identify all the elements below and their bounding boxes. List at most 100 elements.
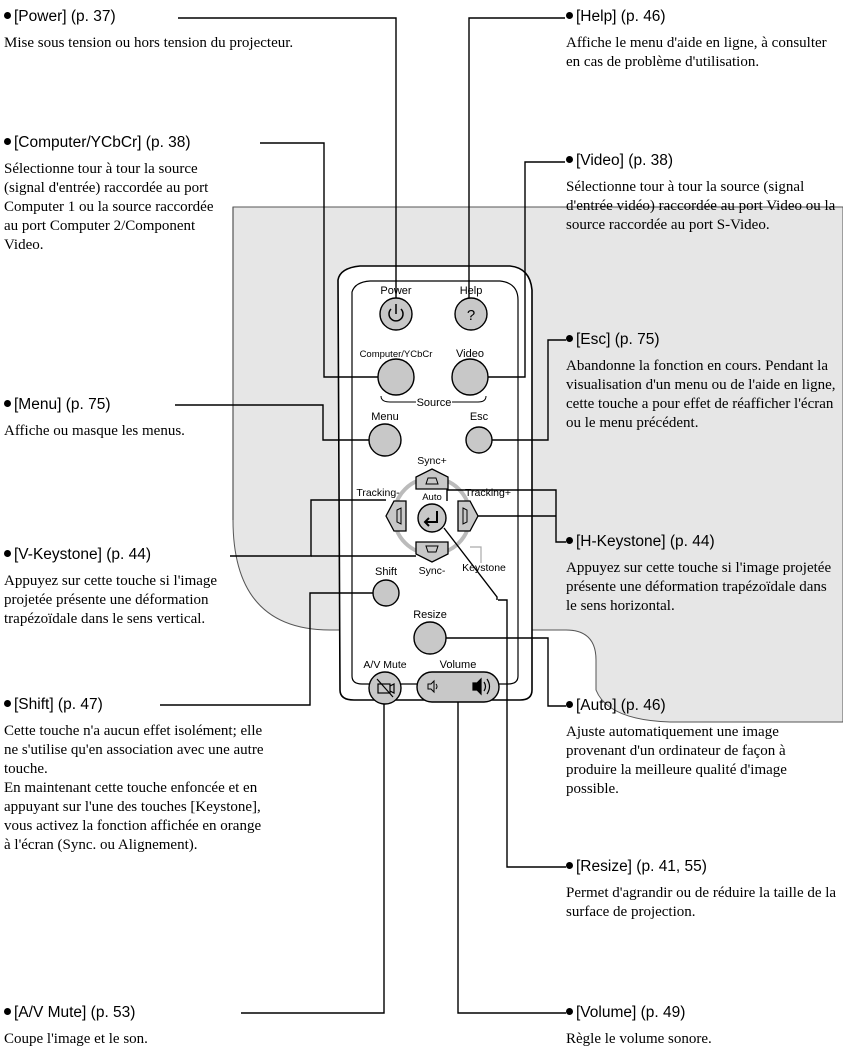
av-mute-icon [376, 678, 395, 698]
callout-resize: [Resize] (p. 41, 55) Permet d'agrandir o… [566, 858, 838, 922]
bullet-icon [566, 701, 573, 708]
leader-video [488, 161, 565, 378]
bullet-icon [4, 138, 11, 145]
title: [Menu] (p. 75) [14, 396, 111, 413]
keystone-glyphs [396, 477, 468, 553]
power-icon [388, 304, 404, 322]
bullet-icon [566, 335, 573, 342]
description: Affiche ou masque les menus. [4, 423, 185, 439]
title: [H-Keystone] (p. 44) [576, 533, 715, 550]
callout-menu: [Menu] (p. 75) Affiche ou masque les men… [4, 396, 204, 441]
description: Mise sous tension ou hors tension du pro… [4, 35, 294, 51]
title: [A/V Mute] (p. 53) [14, 1004, 136, 1021]
label-keystone: Keystone [462, 562, 506, 574]
leader-computer [260, 142, 378, 378]
leader-resize [498, 599, 566, 868]
volume-down-icon [427, 679, 438, 694]
callout-hkeystone: [H-Keystone] (p. 44) Appuyez sur cette t… [566, 533, 838, 616]
esc-button[interactable] [465, 426, 493, 454]
description: Cette touche n'a aucun effet isolément; … [4, 723, 264, 777]
description: Sélectionne tour à tour la source (signa… [4, 161, 214, 253]
sync-plus-button[interactable] [415, 468, 449, 490]
label-esc: Esc [470, 411, 489, 423]
source-bracket [380, 395, 487, 403]
label-tracking-plus: Tracking+ [465, 487, 511, 499]
description: Abandonne la fonction en cours. Pendant … [566, 358, 836, 431]
label-sync-minus: Sync- [419, 565, 446, 577]
leader-auto-2 [443, 527, 498, 600]
title: [Computer/YCbCr] (p. 38) [14, 134, 191, 151]
title: [Video] (p. 38) [576, 152, 674, 169]
label-menu: Menu [371, 411, 399, 423]
leader-power [178, 17, 397, 298]
bullet-icon [566, 862, 573, 869]
leader-auto [446, 637, 566, 707]
callout-avmute: [A/V Mute] (p. 53) Coupe l'image et le s… [4, 1004, 244, 1049]
help-glyph: ? [467, 307, 475, 324]
callout-vkeystone: [V-Keystone] (p. 44) Appuyez sur cette t… [4, 546, 226, 629]
bullet-icon [566, 1008, 573, 1015]
leader-hkeystone [446, 489, 566, 543]
leader-volume [457, 702, 566, 1014]
callout-video: [Video] (p. 38) Sélectionne tour à tour … [566, 152, 838, 235]
leader-vkeystone [230, 499, 386, 557]
callout-help: [Help] (p. 46) Affiche le menu d'aide en… [566, 8, 836, 72]
label-shift: Shift [375, 566, 397, 578]
menu-button[interactable] [368, 423, 402, 457]
label-help: Help [460, 285, 483, 297]
callout-power: [Power] (p. 37) Mise sous tension ou hor… [4, 8, 304, 53]
leader-lines [160, 17, 566, 1014]
label-resize: Resize [413, 609, 447, 621]
leader-help [468, 17, 565, 298]
description: Règle le volume sonore. [566, 1031, 712, 1047]
leader-menu [175, 404, 369, 441]
description-2: En maintenant cette touche enfoncée et e… [4, 780, 262, 853]
callout-computer: [Computer/YCbCr] (p. 38) Sélectionne tou… [4, 134, 226, 255]
bullet-icon [4, 12, 11, 19]
leader-esc [492, 339, 566, 441]
volume-button[interactable] [416, 671, 500, 703]
title: [Power] (p. 37) [14, 8, 116, 25]
bullet-icon [4, 400, 11, 407]
description: Affiche le menu d'aide en ligne, à consu… [566, 35, 827, 70]
label-avmute: A/V Mute [363, 659, 406, 671]
title: [Esc] (p. 75) [576, 331, 660, 348]
bullet-icon [4, 700, 11, 707]
help-button[interactable] [454, 297, 488, 331]
label-volume: Volume [440, 659, 477, 671]
description: Sélectionne tour à tour la source (signa… [566, 179, 836, 233]
leader-avmute [241, 704, 385, 1014]
label-source: Source [417, 397, 452, 409]
computer-button[interactable] [377, 358, 415, 396]
enter-icon [423, 511, 438, 527]
resize-button[interactable] [413, 621, 447, 655]
description: Appuyez sur cette touche si l'image proj… [566, 560, 832, 614]
leader-shift [160, 592, 373, 706]
label-video: Video [456, 348, 484, 360]
title: [Resize] (p. 41, 55) [576, 858, 707, 875]
bullet-icon [4, 550, 11, 557]
callout-esc: [Esc] (p. 75) Abandonne la fonction en c… [566, 331, 838, 433]
bullet-icon [566, 537, 573, 544]
label-computer: Computer/YCbCr [360, 349, 433, 360]
title: [Shift] (p. 47) [14, 696, 103, 713]
callout-shift: [Shift] (p. 47) Cette touche n'a aucun e… [4, 696, 270, 855]
volume-up-icon [472, 677, 491, 696]
auto-button[interactable] [417, 503, 447, 533]
title: [V-Keystone] (p. 44) [14, 546, 151, 563]
shift-button[interactable] [372, 579, 400, 607]
description: Coupe l'image et le son. [4, 1031, 148, 1047]
description: Ajuste automatiquement une image provena… [566, 724, 787, 797]
label-tracking-minus: Tracking- [356, 487, 400, 499]
description: Permet d'agrandir ou de réduire la taill… [566, 885, 837, 920]
video-button[interactable] [451, 358, 489, 396]
description: Appuyez sur cette touche si l'image proj… [4, 573, 218, 627]
title: [Volume] (p. 49) [576, 1004, 686, 1021]
bullet-icon [566, 12, 573, 19]
keystone-bracket [470, 546, 482, 563]
label-auto: Auto [422, 492, 442, 503]
callout-auto: [Auto] (p. 46) Ajuste automatiquement un… [566, 697, 838, 799]
callout-volume: [Volume] (p. 49) Règle le volume sonore. [566, 1004, 838, 1049]
